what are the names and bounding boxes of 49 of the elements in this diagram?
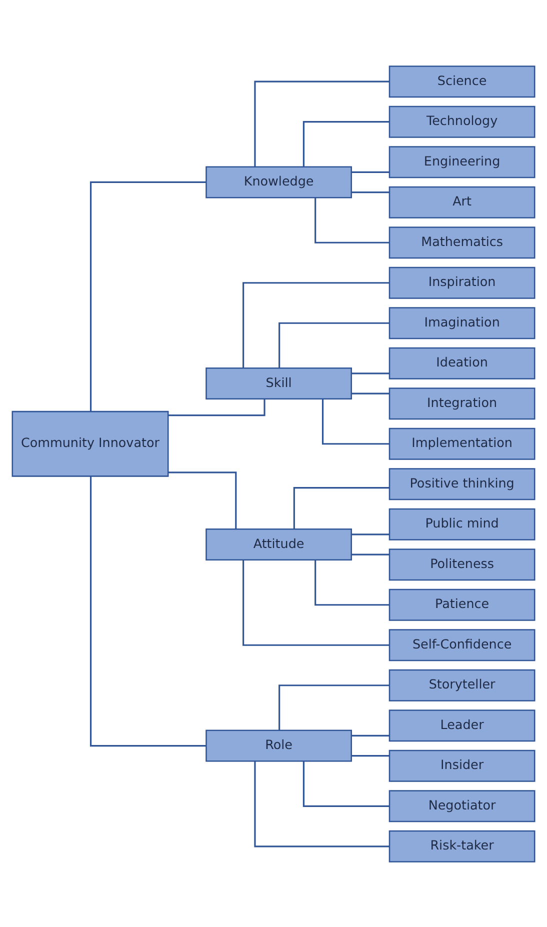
connector — [352, 553, 390, 555]
node-box: Leader — [388, 709, 536, 742]
node-box: Patience — [388, 588, 536, 620]
node-box: Risk-taker — [388, 830, 536, 862]
node-box: Integration — [388, 387, 536, 420]
connector — [278, 684, 390, 730]
node-box: Engineering — [388, 146, 536, 178]
node-box: Implementation — [388, 427, 536, 460]
connector — [302, 120, 390, 166]
connector — [314, 560, 390, 606]
node-box: Attitude — [206, 528, 352, 560]
node-box: Art — [388, 186, 536, 218]
node-box: Inspiration — [388, 266, 536, 298]
node-box: Science — [388, 65, 536, 98]
connector — [352, 191, 390, 193]
connector — [293, 486, 390, 529]
connector — [90, 476, 206, 746]
node-box: Insider — [388, 749, 536, 782]
connector — [314, 197, 390, 243]
connector — [90, 180, 206, 411]
node-box: Storyteller — [388, 668, 536, 701]
node-box: Imagination — [388, 306, 536, 339]
connector — [242, 282, 390, 368]
connector — [352, 372, 390, 374]
connector — [352, 754, 390, 756]
connector — [352, 392, 390, 394]
connector — [168, 471, 237, 528]
connector — [278, 322, 390, 368]
node-box: Knowledge — [206, 166, 352, 198]
node-box: Community Innovator — [12, 410, 169, 476]
node-box: Technology — [388, 105, 536, 138]
node-box: Skill — [206, 367, 352, 399]
connector — [302, 760, 390, 806]
connector — [242, 560, 390, 646]
node-box: Ideation — [388, 346, 536, 379]
connector — [254, 761, 390, 847]
connector — [352, 533, 390, 535]
node-box: Mathematics — [388, 226, 536, 258]
node-box: Negotiator — [388, 790, 536, 822]
connector — [254, 80, 390, 166]
node-box: Positive thinking — [388, 468, 536, 500]
connector — [168, 398, 266, 416]
node-box: Public mind — [388, 508, 536, 540]
connector — [322, 398, 390, 444]
node-box: Self-Confidence — [388, 628, 536, 661]
connector — [352, 170, 390, 172]
connector — [352, 734, 390, 736]
node-box: Politeness — [388, 548, 536, 580]
node-box: Role — [206, 729, 352, 762]
